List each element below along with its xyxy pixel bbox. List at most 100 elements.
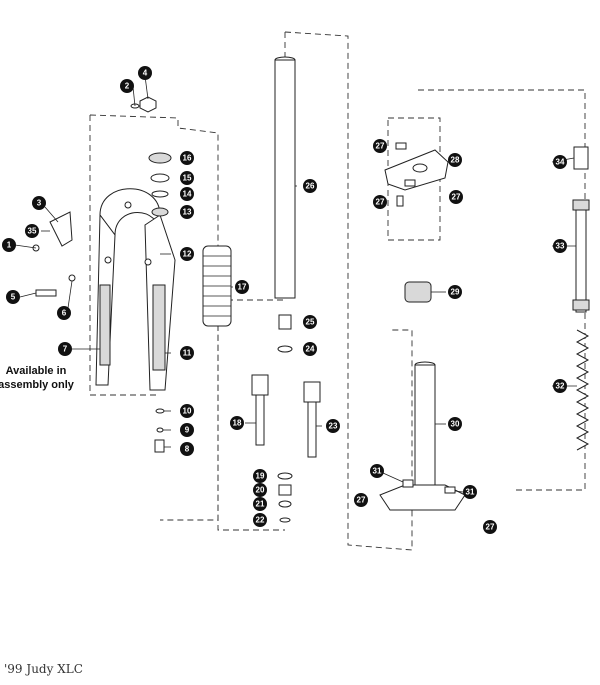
lower-seal-stack (277, 472, 293, 523)
stanchion-group-outline (284, 31, 413, 551)
right-side-parts (572, 146, 590, 451)
brake-post-5 (35, 289, 57, 297)
callout-15: 15 (180, 171, 194, 185)
callout-label: 4 (143, 69, 148, 78)
brake-post-left (104, 256, 112, 264)
callout-11: 11 (180, 346, 194, 360)
leader-5 (19, 292, 37, 298)
bolt-27-c (396, 195, 404, 207)
callout-4: 4 (138, 66, 152, 80)
callout-1: 1 (2, 238, 16, 252)
rod-23-shaft (307, 401, 317, 458)
leader-31a (382, 472, 404, 483)
part-25 (278, 314, 292, 330)
rod-33-top (572, 199, 590, 211)
ring-21 (278, 500, 292, 508)
model-caption: '99 Judy XLC (4, 662, 83, 676)
rod-33-bottom (572, 299, 590, 311)
callout-circle (180, 346, 194, 360)
callout-9: 9 (180, 423, 194, 437)
callout-label: 22 (256, 516, 265, 525)
callout-13: 13 (180, 205, 194, 219)
lower-legs (95, 188, 176, 391)
bolt-8 (154, 439, 165, 453)
callout-30: 30 (448, 417, 462, 431)
callout-circle (180, 171, 194, 185)
callout-label: 18 (233, 419, 242, 428)
callout-circle (448, 417, 462, 431)
assembly-note-line2: assembly only (0, 379, 75, 391)
callout-circle (463, 485, 477, 499)
callout-circle (326, 419, 340, 433)
callout-label: 26 (306, 182, 315, 191)
callout-circle (448, 153, 462, 167)
callout-27e: 27 (483, 520, 497, 534)
callout-label: 29 (451, 288, 460, 297)
callout-24: 24 (303, 342, 317, 356)
callout-circle (58, 342, 72, 356)
leader-6 (67, 280, 73, 309)
callout-25: 25 (303, 315, 317, 329)
callout-circle (180, 442, 194, 456)
part-20 (278, 484, 292, 496)
callout-circle (180, 187, 194, 201)
callout-17: 17 (235, 280, 249, 294)
callout-label: 11 (183, 349, 192, 358)
callout-label: 27 (357, 496, 366, 505)
callout-label: 8 (185, 445, 190, 454)
bushing-29 (404, 281, 432, 303)
stanchion-small-parts (277, 314, 293, 353)
bolt-27-a (395, 142, 407, 150)
callout-label: 30 (451, 420, 460, 429)
callout-label: 34 (556, 158, 565, 167)
callout-10: 10 (180, 404, 194, 418)
crown-28 (384, 142, 449, 207)
callout-27b: 27 (373, 195, 387, 209)
seal-stack (148, 152, 172, 217)
callout-label: 16 (183, 154, 192, 163)
lower-leg-group-outline-left (89, 115, 160, 396)
callout-circle (370, 464, 384, 478)
callout-31b: 31 (463, 485, 477, 499)
callout-circle (448, 285, 462, 299)
callout-circle (253, 497, 267, 511)
crown-group-outline (387, 117, 441, 241)
callout-circle (180, 205, 194, 219)
callout-label: 24 (306, 345, 315, 354)
callout-label: 19 (256, 472, 265, 481)
ring-15 (150, 173, 170, 183)
leader-31b (454, 490, 464, 493)
callout-28: 28 (448, 153, 462, 167)
callout-label: 31 (466, 488, 475, 497)
cable-hanger-3 (49, 211, 73, 247)
rod-18-shaft (255, 394, 265, 446)
callout-circle (253, 483, 267, 497)
callout-circle (303, 342, 317, 356)
callout-circle (57, 306, 71, 320)
callout-label: 25 (306, 318, 315, 327)
callout-18: 18 (230, 416, 244, 430)
callout-label: 2 (125, 82, 130, 91)
lower-leg-group-outline (89, 114, 219, 521)
callout-circle (180, 423, 194, 437)
bolt-27-b (404, 179, 416, 187)
callout-label: 31 (373, 467, 382, 476)
ring-24 (277, 345, 293, 353)
steerer-group-outline (418, 89, 586, 491)
callout-circle (180, 404, 194, 418)
callout-label: 21 (256, 500, 265, 509)
assembly-note-line1: Available in (6, 365, 67, 377)
callout-20: 20 (253, 483, 267, 497)
bolt-31-b (444, 486, 456, 494)
part-29 (404, 281, 432, 303)
callout-23: 23 (326, 419, 340, 433)
callout-label: 13 (183, 208, 192, 217)
callout-circle (32, 196, 46, 210)
callout-5: 5 (6, 290, 20, 304)
callout-circle (449, 190, 463, 204)
callout-27c: 27 (449, 190, 463, 204)
callout-27a: 27 (373, 139, 387, 153)
steerer-30 (379, 361, 466, 511)
callout-8: 8 (180, 442, 194, 456)
